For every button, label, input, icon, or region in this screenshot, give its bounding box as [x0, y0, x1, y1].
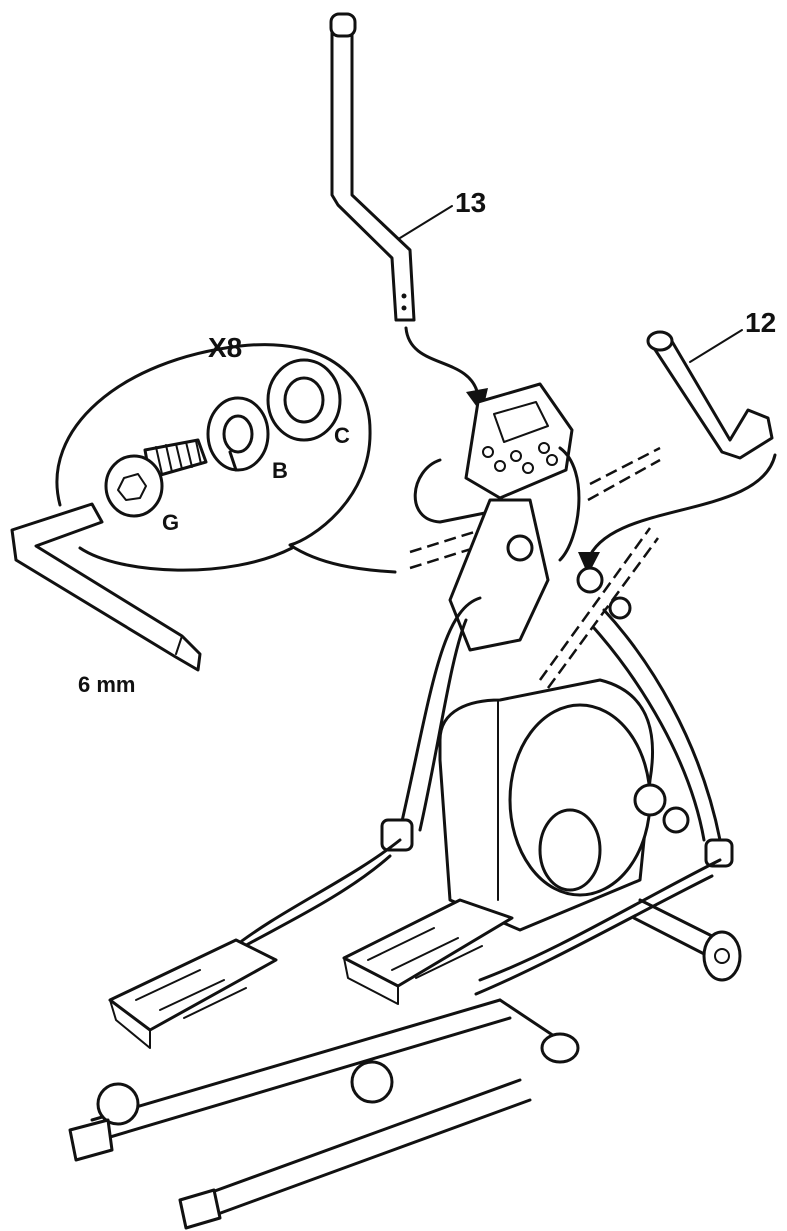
- wrench-size-label: 6 mm: [78, 672, 135, 697]
- hex-key-wrench: [10, 502, 202, 672]
- leader-line-12: [689, 329, 743, 363]
- label-12: 12: [745, 307, 776, 338]
- lock-washer-b: [206, 396, 270, 472]
- leader-line-13: [399, 205, 453, 239]
- arrow-12-to-mount: [578, 453, 777, 575]
- hardware-callout-bubble: [55, 343, 397, 574]
- washer-c: [266, 358, 342, 442]
- right-pedal: [342, 898, 514, 1005]
- elliptical-machine: [68, 382, 742, 1230]
- handlebar-13: [329, 12, 416, 322]
- left-pedal: [108, 938, 278, 1049]
- button-head-bolt-g: [104, 438, 208, 518]
- arrow-13-to-console: [404, 326, 488, 414]
- label-13: 13: [455, 187, 486, 218]
- handlebar-12: [646, 330, 774, 460]
- label-c: C: [334, 423, 350, 448]
- quantity-label: X8: [208, 332, 242, 363]
- label-g: G: [162, 510, 179, 535]
- label-b: B: [272, 458, 288, 483]
- console: [464, 382, 574, 500]
